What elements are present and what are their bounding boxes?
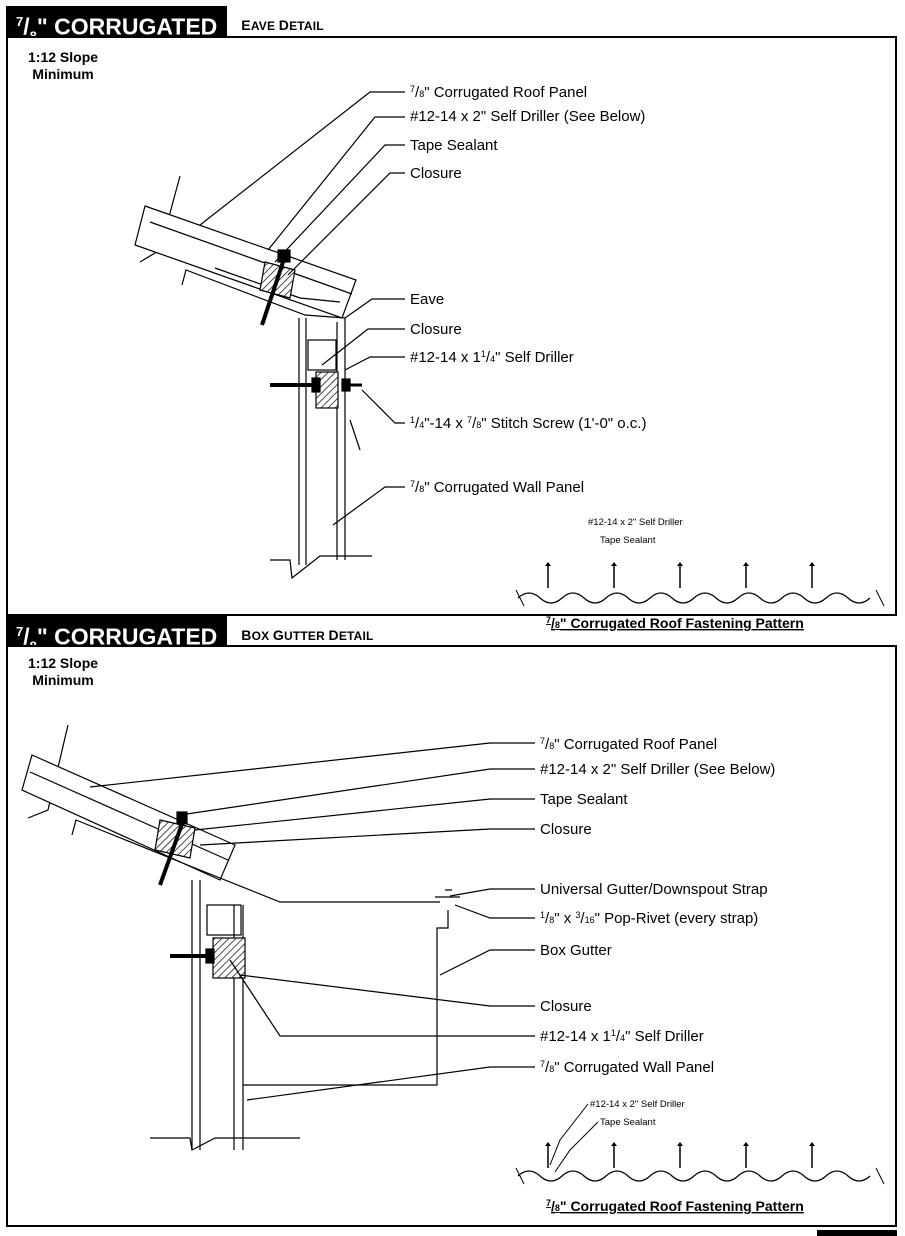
gutter-label-closure-low: Closure — [540, 998, 592, 1015]
corner-bar — [817, 1230, 897, 1236]
gutter-label-wall-panel: 7/8" Corrugated Wall Panel — [540, 1059, 714, 1076]
eave-label-closure-top: Closure — [410, 165, 462, 182]
eave-fastening-pattern: #12-14 x 2" Self Driller Tape Sealant 7/… — [515, 517, 885, 631]
eave-label-eave: Eave — [410, 291, 444, 308]
gutter-header-subtitle: BOX GUTTER DETAIL — [241, 627, 374, 643]
gutter-pattern-sealant-label: Tape Sealant — [600, 1117, 656, 1128]
eave-header: 7/8" CORRUGATED EAVE DETAIL — [6, 6, 324, 43]
eave-header-title: 7/8" CORRUGATED — [6, 6, 228, 43]
eave-header-subtitle: EAVE DETAIL — [241, 17, 324, 33]
eave-label-tape-sealant: Tape Sealant — [410, 137, 498, 154]
gutter-label-pop-rivet: 1/8" x 3/16" Pop-Rivet (every strap) — [540, 910, 758, 927]
gutter-label-strap: Universal Gutter/Downspout Strap — [540, 881, 768, 898]
gutter-label-closure-top: Closure — [540, 821, 592, 838]
eave-detail-panel — [6, 36, 897, 616]
eave-pattern-caption: 7/8" Corrugated Roof Fastening Pattern — [546, 615, 804, 631]
eave-drawing — [134, 91, 405, 580]
eave-label-stitch-screw: 1/4"-14 x 7/8" Stitch Screw (1'-0" o.c.) — [410, 415, 646, 432]
gutter-label-self-driller-114: #12-14 x 11/4" Self Driller — [540, 1028, 704, 1045]
eave-label-self-driller-114: #12-14 x 11/4" Self Driller — [410, 349, 574, 366]
gutter-pattern-driller-label: #12-14 x 2" Self Driller — [590, 1099, 685, 1110]
eave-label-wall-panel: 7/8" Corrugated Wall Panel — [410, 479, 584, 496]
eave-label-roof-panel: 7/8" Corrugated Roof Panel — [410, 84, 587, 101]
gutter-pattern-caption: 7/8" Corrugated Roof Fastening Pattern — [546, 1198, 804, 1214]
eave-pattern-driller-label: #12-14 x 2" Self Driller — [588, 517, 683, 528]
eave-label-self-driller-2: #12-14 x 2" Self Driller (See Below) — [410, 108, 645, 125]
gutter-drawing — [21, 724, 535, 1151]
gutter-label-roof-panel: 7/8" Corrugated Roof Panel — [540, 736, 717, 753]
gutter-label-self-driller-2: #12-14 x 2" Self Driller (See Below) — [540, 761, 775, 778]
gutter-fastening-pattern: #12-14 x 2" Self Driller Tape Sealant 7/… — [515, 1099, 885, 1214]
eave-label-closure-mid: Closure — [410, 321, 462, 338]
gutter-label-box-gutter: Box Gutter — [540, 942, 612, 959]
gutter-detail-panel — [6, 645, 897, 1227]
eave-pattern-sealant-label: Tape Sealant — [600, 535, 656, 546]
gutter-label-tape-sealant: Tape Sealant — [540, 791, 628, 808]
